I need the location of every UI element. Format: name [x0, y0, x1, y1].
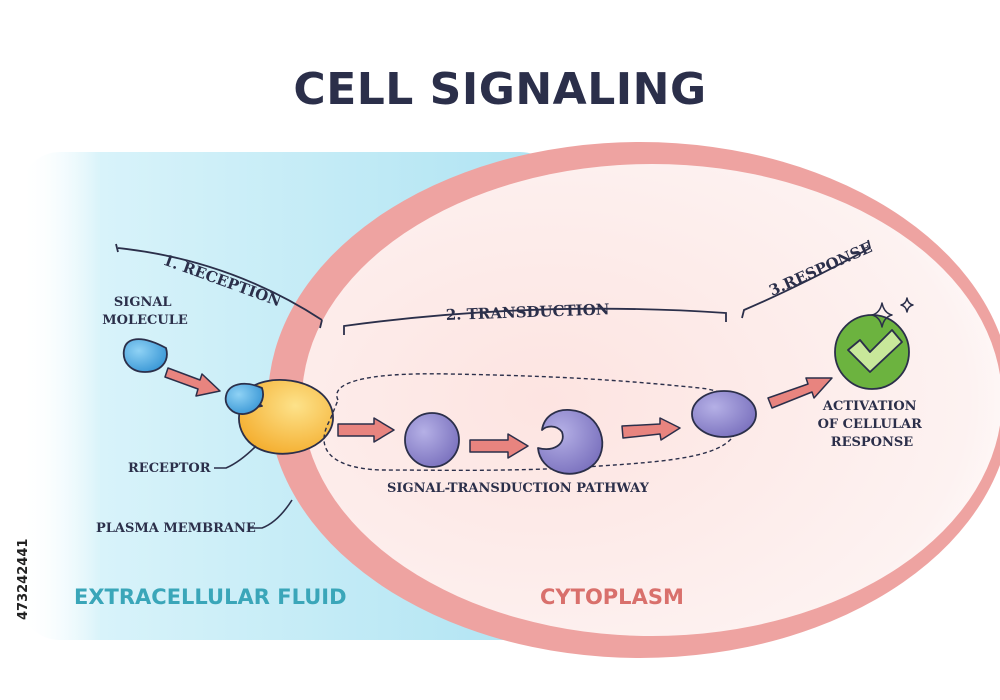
check-icon [834, 314, 910, 390]
transduction-label: 2. TRANSDUCTION [446, 300, 610, 324]
page-title: CELL SIGNALING [293, 64, 706, 115]
receptor-label: RECEPTOR [128, 461, 211, 476]
arrow-relay2-to-relay3 [621, 417, 681, 441]
arrow-relay1-to-relay2 [469, 433, 529, 459]
side-image-id: 473242441 [16, 539, 31, 620]
pathway-outline [323, 373, 742, 472]
relay-molecule-3 [691, 390, 757, 438]
transduction-bracket [343, 307, 727, 335]
signal-molecule-label: SIGNAL MOLECULE [102, 295, 188, 328]
receptor-pointer [214, 445, 257, 469]
pathway-label: SIGNAL-TRANSDUCTION PATHWAY [387, 481, 650, 496]
arrow-to-response [767, 377, 833, 409]
relay-molecule-2 [537, 409, 604, 475]
cytoplasm-region [302, 164, 1000, 636]
cytoplasm-label: CYTOPLASM [540, 585, 684, 609]
plasma-membrane-label: PLASMA MEMBRANE [96, 521, 256, 536]
reception-bracket [115, 243, 323, 329]
sparkle-icon [871, 297, 914, 328]
arrow-to-receptor [164, 367, 221, 397]
signal-molecule [122, 338, 168, 373]
arrow-receptor-to-relay1 [337, 417, 395, 443]
extracellular-fluid-label: EXTRACELLULAR FLUID [74, 585, 347, 609]
response-bracket [741, 239, 872, 319]
relay-molecule-1 [404, 412, 460, 468]
bound-signal-molecule [224, 382, 264, 415]
response-text: ACTIVATION OF CELLULAR RESPONSE [818, 399, 927, 450]
plasma-membrane-pointer [250, 499, 293, 529]
